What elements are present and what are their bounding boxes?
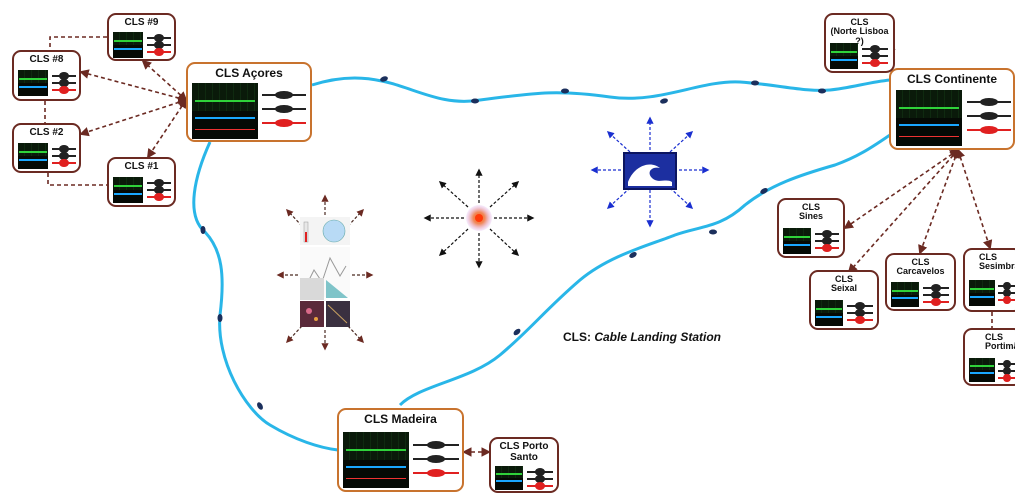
seismogram-screen	[343, 432, 409, 488]
cls-portimao-node: CLS Portimão	[963, 328, 1015, 386]
cls-porto-santo-node: CLS Porto Santo	[489, 437, 559, 493]
waveform-icon	[52, 72, 76, 95]
link-acores-cls1	[146, 98, 188, 159]
link-continente-sesimbra	[955, 148, 993, 250]
waveform-icon	[147, 34, 171, 57]
seismogram-screen	[815, 300, 843, 326]
cls-8-node: CLS #8	[12, 50, 81, 101]
cls-2-title: CLS #2	[29, 127, 64, 138]
cls-norte-lisboa-title: CLS (Norte Lisboa ?)	[830, 17, 889, 46]
cls-carcavelos-node: CLS Carcavelos	[885, 253, 956, 311]
cls-seixal-title: CLS Seixal	[830, 274, 858, 294]
waveform-icon	[815, 230, 839, 253]
waveform-icon	[262, 90, 306, 130]
cls-portimao-title: CLS Portimão	[985, 332, 1015, 352]
waveform-icon	[147, 179, 171, 202]
data-links	[44, 36, 993, 457]
cls-sesimbra-title: CLS Sesimbra	[979, 252, 1015, 272]
cable-acores-continente	[311, 76, 891, 103]
link-acores-cls2	[79, 97, 188, 137]
link-continente-carcavelos	[918, 148, 960, 255]
seismogram-screen	[891, 282, 919, 307]
cls-8-title: CLS #8	[29, 54, 64, 65]
cls-1-title: CLS #1	[124, 161, 159, 172]
waveform-icon	[998, 282, 1015, 305]
waveform-icon	[862, 45, 888, 68]
legend-note: CLS: Cable Landing Station	[563, 330, 721, 344]
waveform-icon	[52, 145, 76, 168]
link-continente-sines	[843, 148, 960, 230]
waveform-icon	[967, 97, 1011, 137]
seismogram-screen	[113, 177, 143, 203]
seismogram-screen	[896, 90, 962, 146]
seismogram-screen	[192, 83, 258, 139]
multi-sensor-icon	[276, 194, 374, 351]
cls-continente-title: CLS Continente	[907, 72, 997, 86]
waveform-icon	[923, 284, 949, 307]
cls-porto-santo-title: CLS Porto Santo	[499, 441, 549, 463]
cls-9-title: CLS #9	[124, 17, 159, 28]
waveform-icon	[527, 468, 553, 490]
cls-seixal-node: CLS Seixal	[809, 270, 879, 330]
legend-note-definition: Cable Landing Station	[594, 330, 722, 344]
cls-carcavelos-title: CLS Carcavelos	[896, 257, 945, 277]
cls-continente-node: CLS Continente	[889, 68, 1015, 150]
cls-sesimbra-node: CLS Sesimbra	[963, 248, 1015, 312]
cls-norte-lisboa-node: CLS (Norte Lisboa ?)	[824, 13, 895, 73]
cls-madeira-node: CLS Madeira	[337, 408, 464, 492]
cls-acores-node: CLS Açores	[186, 62, 312, 142]
seismogram-screen	[830, 43, 858, 69]
cls-9-node: CLS #9	[107, 13, 176, 61]
link-cls9-cls8	[49, 36, 107, 50]
cls-2-node: CLS #2	[12, 123, 81, 173]
cls-1-node: CLS #1	[107, 157, 176, 207]
cls-sines-node: CLS Sines	[777, 198, 845, 258]
cable-madeira-continente	[398, 133, 891, 407]
seismogram-screen	[18, 143, 48, 169]
cable-repeaters	[200, 76, 826, 410]
link-continente-seixal	[847, 148, 960, 274]
cls-madeira-title: CLS Madeira	[364, 412, 437, 426]
waveform-icon	[998, 360, 1015, 382]
waveform-icon	[413, 440, 459, 480]
tsunami-warning-icon	[590, 116, 710, 228]
link-cls2-cls1	[47, 173, 107, 186]
seismogram-screen	[495, 466, 523, 490]
earthquake-source-icon	[423, 168, 535, 269]
seismogram-screen	[969, 358, 995, 382]
cls-acores-title: CLS Açores	[215, 66, 283, 80]
seismogram-screen	[969, 280, 995, 306]
seismogram-screen	[18, 70, 48, 96]
waveform-icon	[847, 302, 873, 325]
seismogram-screen	[783, 228, 811, 254]
seismogram-screen	[113, 32, 143, 58]
legend-note-prefix: CLS:	[563, 330, 595, 344]
cls-sines-title: CLS Sines	[798, 202, 823, 222]
